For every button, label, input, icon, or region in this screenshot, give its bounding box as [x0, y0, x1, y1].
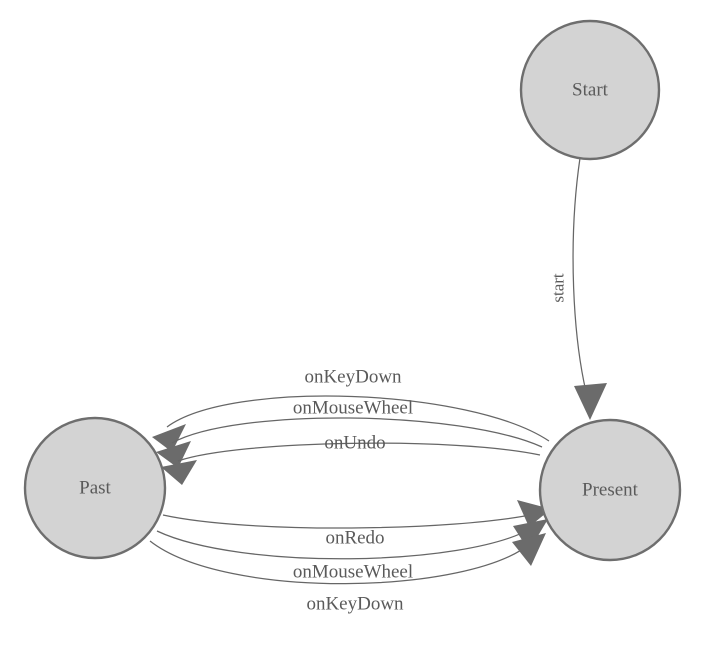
edge-onmousewheel-undo-label: onMouseWheel — [293, 398, 413, 419]
edge-onkeydown-redo[interactable]: onKeyDown — [149, 533, 546, 615]
edge-onmousewheel-redo-path — [156, 527, 533, 560]
edge-onkeydown-undo-arrowhead — [152, 424, 186, 452]
node-past-label: Past — [79, 478, 111, 499]
edge-onmousewheel-redo[interactable]: onMouseWheel — [156, 519, 548, 583]
node-start[interactable]: Start — [519, 19, 661, 161]
node-past[interactable]: Past — [23, 416, 167, 560]
edge-onmousewheel-undo-arrowhead — [156, 441, 191, 468]
edge-onundo-label: onUndo — [324, 433, 385, 454]
edge-start-label: start — [549, 273, 568, 303]
node-present[interactable]: Present — [538, 418, 682, 562]
edge-onmousewheel-undo-path — [171, 417, 543, 448]
node-start-circle — [519, 19, 661, 161]
edge-onundo[interactable]: onUndo — [161, 433, 541, 486]
edge-onkeydown-redo-arrowhead — [512, 533, 546, 566]
edge-onkeydown-undo-path — [166, 395, 550, 442]
edge-start-path — [572, 157, 590, 405]
edge-onredo-path — [162, 513, 536, 529]
edge-onmousewheel-redo-label: onMouseWheel — [293, 562, 413, 583]
node-start-label: Start — [572, 80, 609, 101]
edge-start[interactable]: start — [549, 157, 608, 420]
edge-onkeydown-redo-label: onKeyDown — [306, 594, 404, 615]
node-present-label: Present — [582, 480, 639, 501]
node-past-circle — [23, 416, 167, 560]
edge-onundo-path — [177, 442, 541, 462]
edge-onkeydown-redo-path — [149, 540, 532, 585]
edge-onredo-label: onRedo — [325, 528, 384, 549]
edge-onredo[interactable]: onRedo — [162, 500, 551, 549]
edge-onmousewheel-redo-arrowhead — [513, 519, 548, 551]
node-present-circle — [538, 418, 682, 562]
edge-start-arrowhead — [574, 383, 607, 420]
edge-onkeydown-undo[interactable]: onKeyDown — [152, 367, 550, 453]
edge-onkeydown-undo-label: onKeyDown — [304, 367, 402, 388]
edge-onundo-arrowhead — [161, 460, 197, 485]
edge-onmousewheel-undo[interactable]: onMouseWheel — [156, 398, 543, 469]
